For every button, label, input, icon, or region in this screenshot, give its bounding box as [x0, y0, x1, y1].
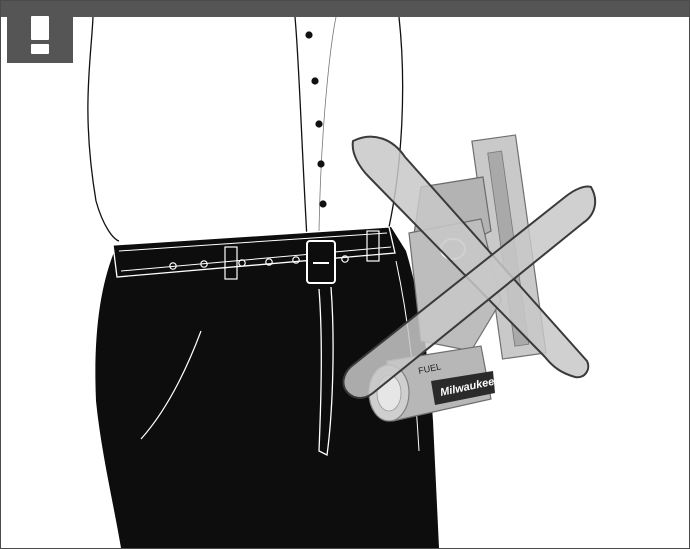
header-bar — [1, 1, 689, 17]
shirt — [88, 17, 403, 241]
warning-badge — [7, 7, 73, 63]
shirt-buttons — [305, 31, 326, 207]
exclamation-icon — [7, 7, 73, 63]
